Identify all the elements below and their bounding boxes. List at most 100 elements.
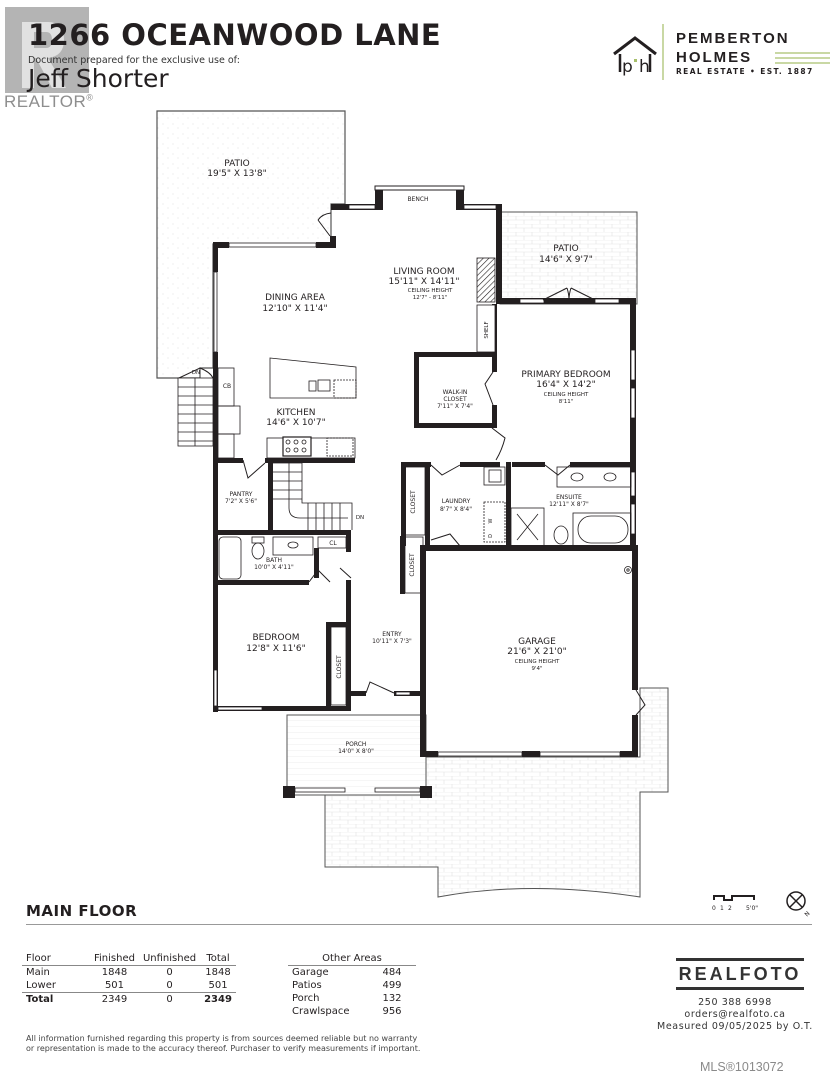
svg-text:p: p — [622, 57, 633, 77]
svg-text:GARAGE: GARAGE — [518, 637, 556, 647]
header-unfinished: Unfinished — [138, 952, 201, 966]
central-stairs — [273, 462, 353, 530]
svg-text:SHELF: SHELF — [484, 321, 490, 338]
prepared-for-label: Document prepared for the exclusive use … — [28, 55, 240, 66]
measurer-contact: 250 388 6998 orders@realfoto.ca Measured… — [650, 997, 820, 1033]
svg-text:8'11": 8'11" — [559, 399, 574, 405]
svg-text:DINING AREA: DINING AREA — [265, 293, 326, 303]
svg-text:10'0" X 4'11": 10'0" X 4'11" — [254, 564, 294, 571]
svg-text:8'7" X 8'4": 8'7" X 8'4" — [440, 506, 472, 513]
laundry-fixtures — [483, 466, 506, 543]
cell-total: 2349 — [200, 992, 236, 1006]
realtor-reg-mark: ® — [86, 92, 94, 103]
svg-text:PATIO: PATIO — [224, 159, 250, 169]
header-total: Total — [200, 952, 236, 966]
kitchen-island — [269, 357, 357, 399]
svg-text:LAUNDRY: LAUNDRY — [442, 498, 471, 505]
cell-floor: Total — [22, 992, 90, 1006]
header-finished: Finished — [90, 952, 139, 966]
svg-text:BEDROOM: BEDROOM — [253, 633, 300, 643]
svg-text:CLOSET: CLOSET — [409, 553, 416, 577]
svg-text:PATIO: PATIO — [553, 244, 579, 254]
table-header-row: Other Areas — [288, 952, 416, 966]
svg-text:W: W — [488, 518, 494, 523]
table-header-row: Floor Finished Unfinished Total — [22, 952, 236, 966]
table-row: Main 1848 0 1848 — [22, 966, 236, 980]
svg-text:D: D — [488, 534, 494, 538]
cell-total: 1848 — [205, 967, 231, 978]
table-total-row: Total 2349 0 2349 — [22, 992, 236, 1006]
brokerage-name-line2: HOLMES — [676, 49, 753, 66]
brokerage-divider — [662, 24, 664, 80]
table-row: Patios 499 — [288, 979, 416, 992]
fireplace — [476, 257, 496, 303]
closet-fixtures — [330, 466, 632, 706]
svg-text:19'5" X 13'8": 19'5" X 13'8" — [207, 169, 266, 179]
disclaimer-text: All information furnished regarding this… — [26, 1034, 421, 1053]
cell-area-name: Porch — [292, 993, 320, 1004]
svg-text:ENTRY: ENTRY — [382, 631, 402, 638]
measured-date: Measured 09/05/2025 by O.T. — [657, 1021, 813, 1032]
measurer-phone: 250 388 6998 — [698, 997, 772, 1008]
svg-text:14'0" X 8'0": 14'0" X 8'0" — [338, 748, 374, 755]
cell-floor: Main — [26, 967, 50, 978]
svg-text:10'11" X 7'3": 10'11" X 7'3" — [372, 638, 412, 645]
brokerage-tagline: REAL ESTATE • EST. 1887 — [676, 67, 814, 76]
cell-area-value: 499 — [382, 980, 402, 991]
shelf-unit — [476, 304, 496, 353]
measurer-email: orders@realfoto.ca — [684, 1009, 786, 1020]
room-labels: PATIO 19'5" X 13'8" BENCH LIVING ROOM 15… — [192, 159, 611, 755]
svg-text:16'4" X 14'2": 16'4" X 14'2" — [536, 380, 595, 390]
svg-text:PORCH: PORCH — [346, 741, 367, 748]
cell-area-name: Garage — [292, 967, 329, 978]
svg-text:N: N — [803, 910, 811, 918]
west-stairs — [177, 377, 214, 447]
floor-title-rule — [26, 924, 812, 925]
svg-text:CLOSET: CLOSET — [443, 396, 467, 403]
svg-text:5'0": 5'0" — [746, 905, 758, 912]
svg-text:PRIMARY BEDROOM: PRIMARY BEDROOM — [521, 370, 610, 380]
windows — [213, 204, 636, 793]
cell-total: 501 — [208, 980, 228, 991]
mls-number: MLS®1013072 — [700, 1060, 784, 1074]
cell-finished: 2349 — [90, 992, 139, 1006]
brokerage-accent-bars — [775, 52, 830, 67]
table-row: Lower 501 0 501 — [22, 979, 236, 993]
svg-text:DN: DN — [356, 515, 364, 521]
cell-finished: 1848 — [101, 967, 128, 978]
svg-text:BATH: BATH — [266, 557, 282, 564]
cell-finished: 501 — [104, 980, 125, 991]
svg-text:0: 0 — [712, 905, 716, 912]
svg-text:BENCH: BENCH — [407, 196, 428, 203]
svg-text:2: 2 — [728, 905, 732, 912]
cell-area-name: Patios — [292, 980, 322, 991]
other-areas-table: Other Areas Garage 484 Patios 499 Porch … — [288, 952, 416, 1018]
svg-text:CEILING HEIGHT: CEILING HEIGHT — [544, 392, 589, 398]
svg-text:WALK-IN: WALK-IN — [443, 389, 468, 396]
svg-text:1: 1 — [720, 905, 724, 912]
north-compass-icon: N — [786, 891, 812, 918]
measurer-brand: REALFOTO — [678, 964, 802, 984]
table-row: Crawlspace 956 — [288, 1005, 416, 1018]
brokerage-logo: p h PEMBERTON HOLMES REAL ESTATE • EST. … — [608, 22, 833, 80]
measurer-logo-bar-bottom — [676, 987, 804, 990]
porch-area — [286, 714, 427, 796]
svg-text:14'6" X 9'7": 14'6" X 9'7" — [539, 255, 593, 265]
scale-bar: 0 1 2 5'0" — [712, 895, 758, 912]
realtor-text: REALTOR — [4, 92, 87, 111]
svg-text:12'7" - 8'11": 12'7" - 8'11" — [413, 295, 448, 301]
header-other-areas: Other Areas — [288, 952, 416, 966]
table-row: Garage 484 — [288, 966, 416, 980]
svg-text:12'8" X 11'6": 12'8" X 11'6" — [246, 644, 305, 654]
house-ph-icon: p h — [613, 36, 657, 77]
floor-title: MAIN FLOOR — [26, 902, 138, 920]
svg-text:CL: CL — [329, 540, 337, 547]
measurer-logo: REALFOTO — [676, 958, 804, 990]
realtor-r-icon — [22, 22, 66, 88]
svg-text:7'2" X 5'6": 7'2" X 5'6" — [225, 498, 257, 505]
cell-area-value: 132 — [382, 993, 402, 1004]
client-name: Jeff Shorter — [28, 64, 169, 93]
svg-text:CLOSET: CLOSET — [336, 655, 343, 679]
svg-text:9'4": 9'4" — [531, 666, 542, 672]
svg-text:7'11" X 7'4": 7'11" X 7'4" — [437, 403, 473, 410]
